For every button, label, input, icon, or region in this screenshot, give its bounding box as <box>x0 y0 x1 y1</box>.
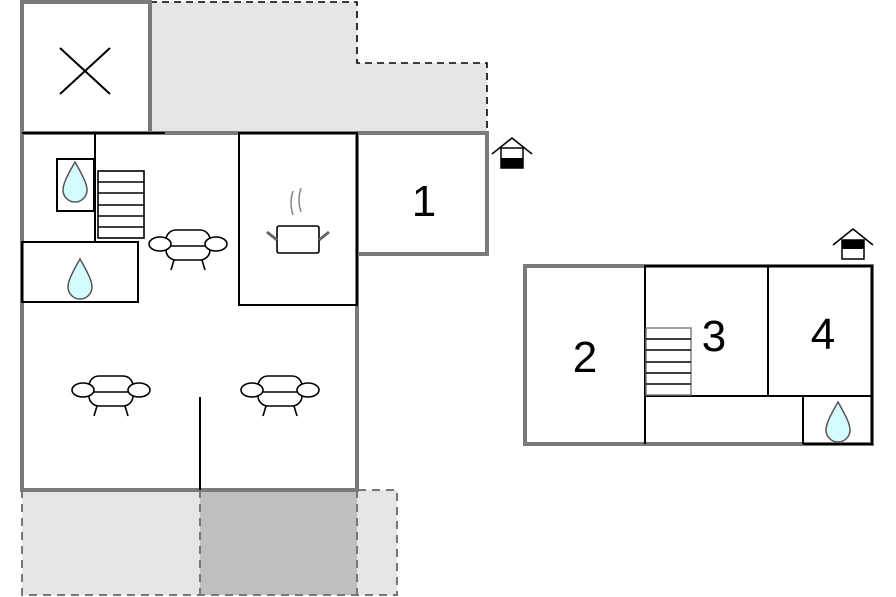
terrace-bottom-mid <box>200 490 357 595</box>
water-drop-icon <box>62 161 88 203</box>
kitchen-pot-icon <box>266 187 330 254</box>
stairs-icon <box>97 170 145 239</box>
sofa-icon <box>71 375 151 417</box>
terrace-top <box>150 2 487 133</box>
terrace-bottom-left <box>22 490 200 595</box>
water-drop-icon <box>67 258 93 300</box>
floor-level-icon <box>491 137 533 169</box>
floor-level-icon <box>832 228 874 260</box>
sofa-icon <box>240 375 320 417</box>
room-label-3: 3 <box>701 312 727 361</box>
room-label-2: 2 <box>572 333 598 382</box>
water-drop-icon <box>825 401 851 443</box>
room-label-4: 4 <box>810 310 836 359</box>
x-mark-icon <box>59 47 111 95</box>
room-label-1: 1 <box>411 177 437 226</box>
sofa-icon <box>148 229 228 271</box>
stairs-icon <box>645 327 692 396</box>
